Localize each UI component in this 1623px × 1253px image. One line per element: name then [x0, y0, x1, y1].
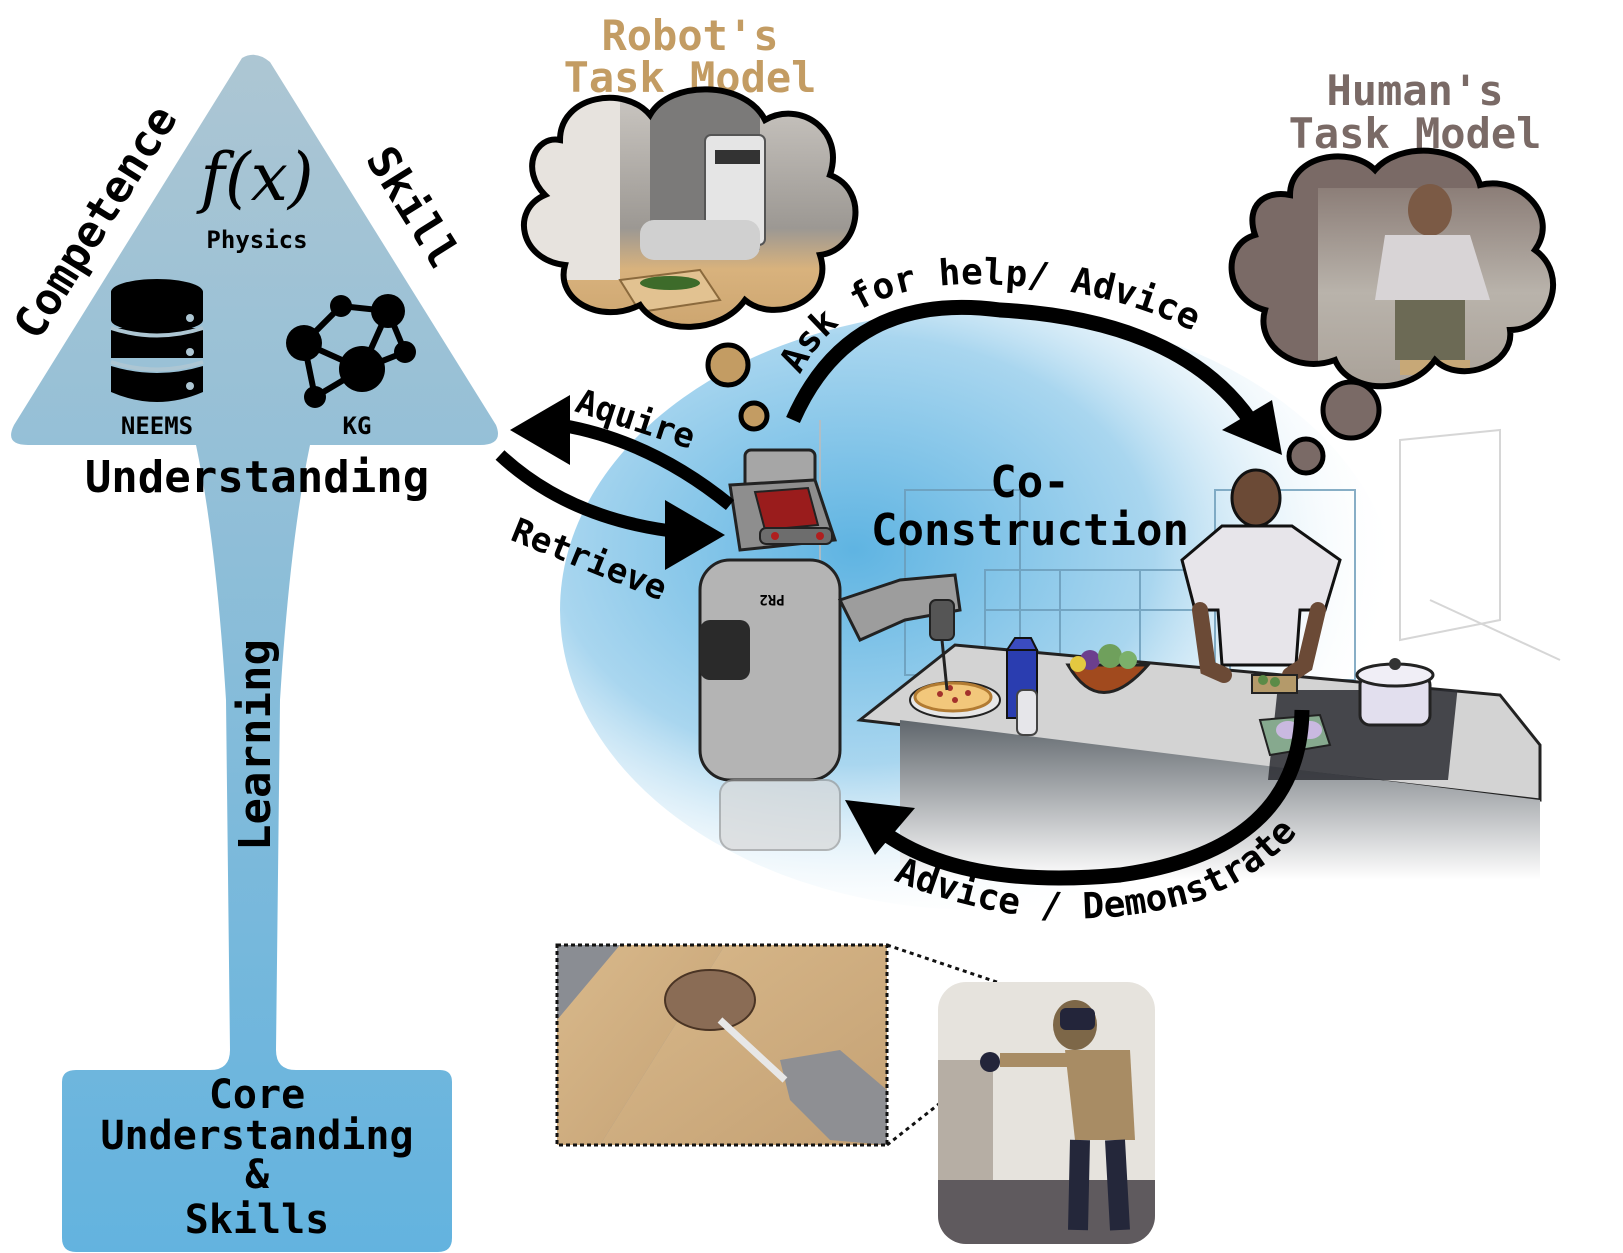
salad-bowl-illustration [1065, 644, 1152, 694]
physics-caption: Physics [206, 226, 307, 254]
human-task-model-thought: Human's Task Model [1228, 66, 1556, 476]
robot-cloud-outline [520, 86, 859, 330]
robot-thought-bubble-large [705, 342, 751, 388]
acquire-arrowhead [510, 395, 570, 465]
learning-label: Learning [230, 639, 281, 851]
robot-task-model-thought: Robot's Task Model [520, 11, 859, 432]
root-line-3: & [245, 1152, 270, 1198]
advice-demonstrate-arrowhead [845, 800, 915, 855]
co-construction-label: Co- Construction [871, 457, 1189, 556]
human-thought-bubble-small [1286, 436, 1326, 476]
database-icon [110, 279, 204, 402]
vr-user-photo [938, 982, 1155, 1244]
neems-caption: NEEMS [121, 412, 193, 440]
human-thought-bubble-large [1320, 379, 1382, 441]
root-line-2: Understanding [100, 1113, 413, 1159]
robot-task-model-title-1: Robot's [601, 11, 778, 60]
milk-carton-illustration [1005, 637, 1039, 736]
robot-thought-bubble-small [738, 400, 770, 432]
retrieve-arrowhead [665, 500, 725, 570]
cooking-pot-illustration [1355, 658, 1435, 727]
kitchen-scene: PR2 Co- Construction [560, 310, 1561, 910]
understanding-label: Understanding [85, 452, 429, 503]
root-line-1: Core [209, 1072, 305, 1118]
knowledge-graph-icon [286, 294, 416, 408]
kitchen-counter [856, 643, 1542, 880]
kg-caption: KG [343, 412, 372, 440]
pr2-robot-illustration: PR2 [698, 448, 962, 851]
robot-badge: PR2 [759, 591, 784, 607]
ask-for-help-arrowhead [1222, 400, 1282, 455]
human-cook-illustration [1180, 468, 1342, 694]
core-understanding-skills-box: Core Understanding & Skills [100, 1072, 413, 1243]
vr-simulation-image [555, 943, 889, 1147]
human-cloud-outline [1228, 147, 1556, 390]
bread-loaf [664, 969, 756, 1031]
root-line-4: Skills [185, 1197, 330, 1243]
co-construction-line-1: Co- [990, 457, 1069, 508]
pizza-illustration [909, 681, 1001, 719]
human-task-model-title-1: Human's [1326, 66, 1503, 115]
human-task-image [1318, 184, 1554, 387]
robot-gripper [780, 1050, 887, 1145]
physics-formula: f(x) [195, 139, 313, 216]
co-construction-line-2: Construction [871, 505, 1189, 556]
knowledge-pyramid: Competence Skill f(x) Physics NEEMS [4, 54, 498, 1252]
